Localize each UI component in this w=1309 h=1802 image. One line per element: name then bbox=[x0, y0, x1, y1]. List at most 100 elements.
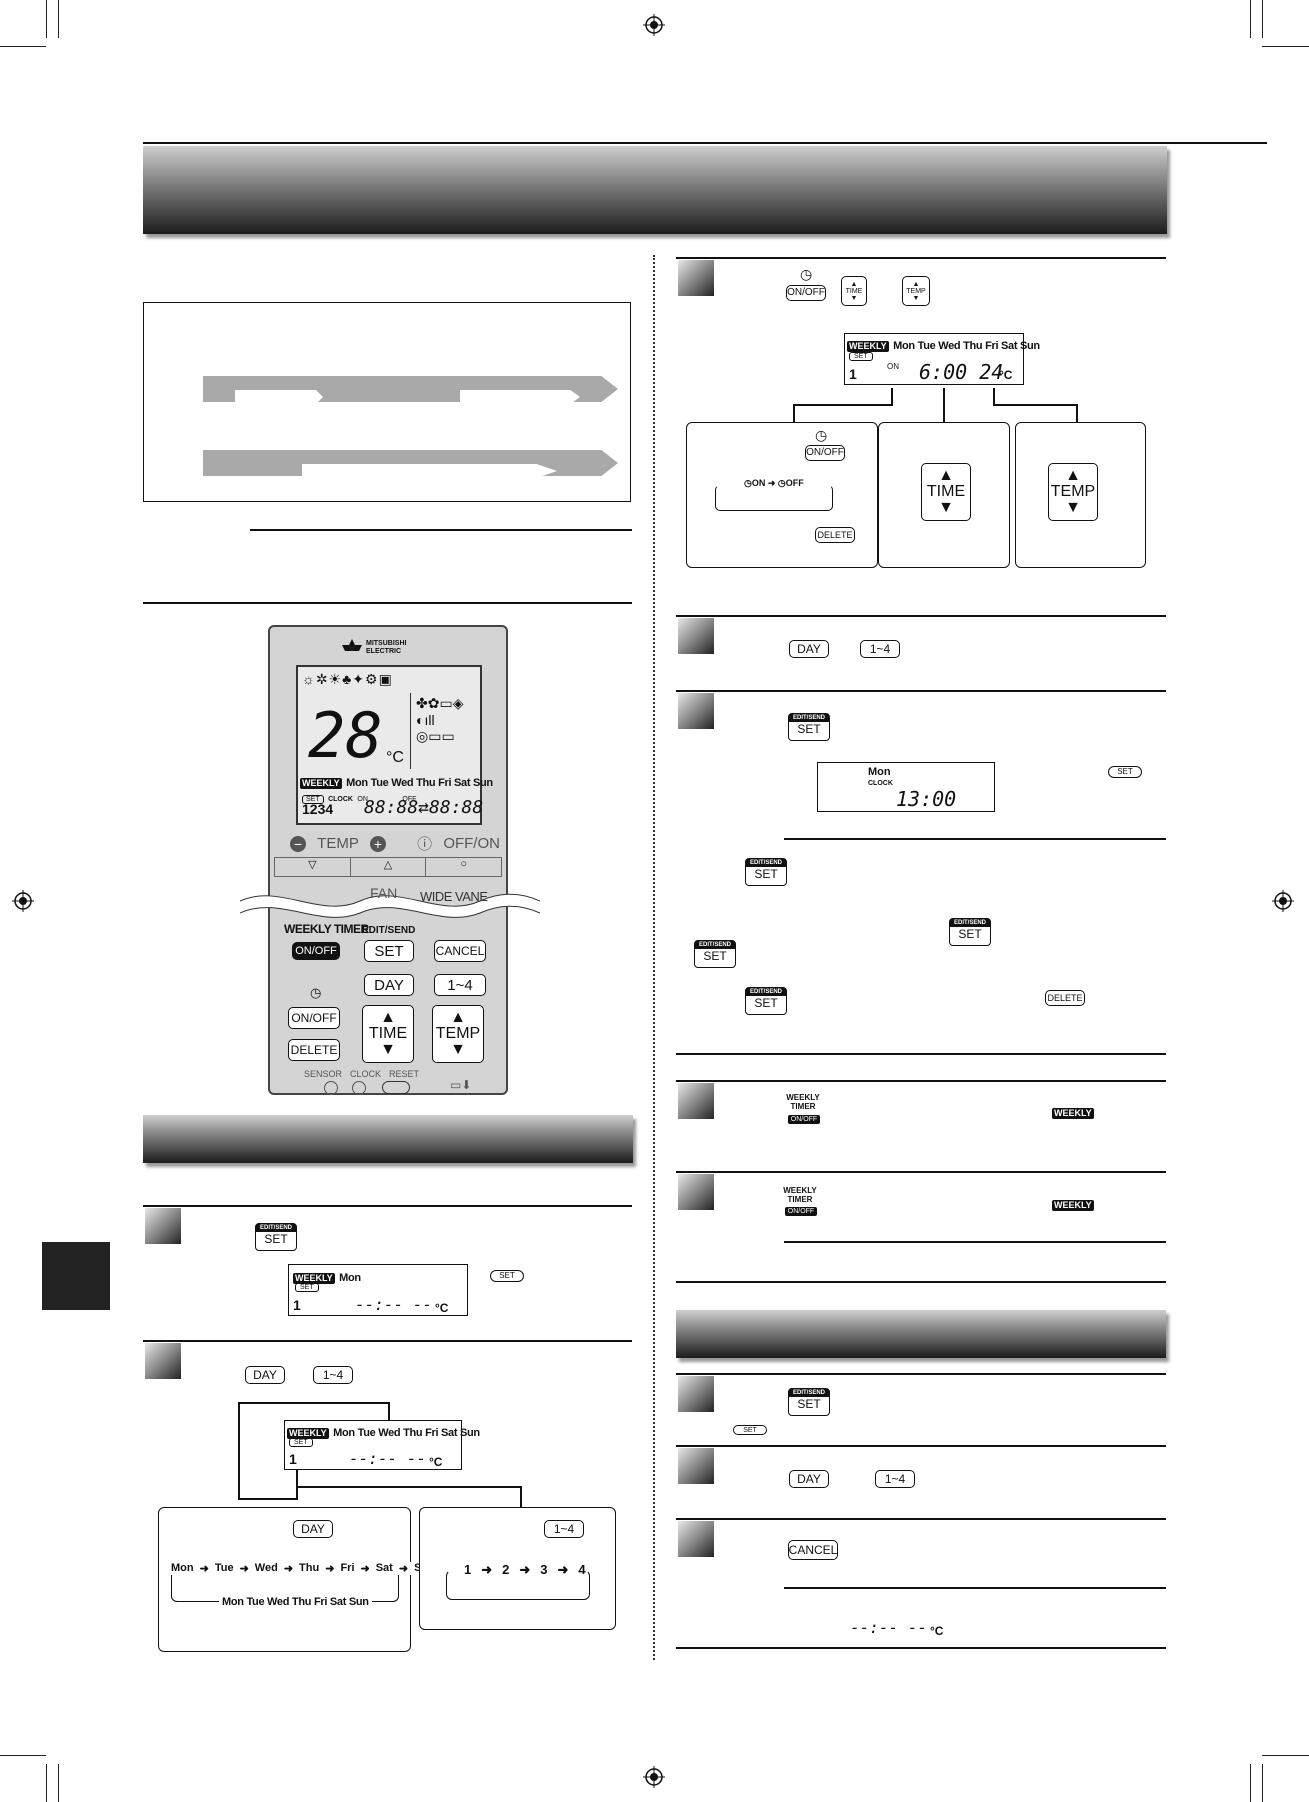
step-marker bbox=[678, 1083, 714, 1119]
onoff-button-icon: ON/OFF bbox=[785, 1207, 817, 1216]
day-button-icon: DAY bbox=[789, 640, 829, 658]
delete-button-icon: DELETE bbox=[1045, 990, 1085, 1006]
clock-icon: ◷ bbox=[815, 427, 828, 443]
range-cycle-row: 1➜2➜3➜4 bbox=[464, 1562, 586, 1578]
lcd-days: Mon Tue Wed Thu Fri Sat Sun bbox=[893, 340, 1040, 352]
day-cycle-box: DAY Mon➜Tue➜Wed➜Thu➜Fri➜Sat➜Sun Mon Tue … bbox=[158, 1507, 435, 1652]
crop-mark bbox=[46, 1764, 47, 1802]
edit-send-label: EDIT/SEND bbox=[362, 925, 416, 936]
lcd-on: ON bbox=[357, 796, 368, 803]
registration-mark-icon bbox=[1272, 890, 1294, 912]
down-button[interactable]: ▽ bbox=[275, 858, 351, 876]
lcd-row: WEEKLY Mon bbox=[293, 1268, 361, 1286]
day-button[interactable]: DAY bbox=[364, 974, 414, 996]
clock-button[interactable] bbox=[352, 1081, 366, 1095]
step-marker bbox=[145, 1343, 181, 1379]
lcd-unit: °C bbox=[429, 1455, 443, 1469]
connector bbox=[238, 1498, 298, 1500]
sensor-button[interactable] bbox=[324, 1081, 338, 1095]
time-button[interactable]: ▲TIME▼ bbox=[362, 1005, 414, 1063]
power-button[interactable]: ○ bbox=[460, 858, 467, 870]
lcd-divider bbox=[410, 693, 411, 769]
lcd-set-tag: SET bbox=[302, 795, 324, 804]
weekly-onoff-button[interactable]: ON/OFF bbox=[292, 942, 340, 960]
break-wave bbox=[240, 893, 540, 918]
remote-logo: MITSUBISHI ELECTRIC bbox=[342, 639, 414, 657]
connector bbox=[520, 1486, 522, 1508]
day-item: Tue bbox=[214, 1562, 234, 1574]
step-rule bbox=[676, 1080, 1166, 1082]
delete-button[interactable]: DELETE bbox=[288, 1039, 340, 1061]
set-text: SET bbox=[797, 1397, 821, 1411]
connector bbox=[1076, 404, 1078, 422]
column-divider bbox=[653, 255, 655, 1660]
set-button-icon: EDIT/SEND SET bbox=[745, 987, 787, 1015]
wide-vane-label: WIDE VANE bbox=[420, 889, 488, 904]
temp-plus-icon[interactable]: + bbox=[369, 835, 386, 852]
time-box: ▲TIME▼ bbox=[878, 422, 1010, 568]
mitsubishi-logo-icon bbox=[342, 639, 362, 651]
fan-icons: ✤✿▭◈◐ıll◎▭▭ bbox=[416, 695, 464, 744]
up-button[interactable]: △ bbox=[351, 858, 427, 876]
temp-button-label: TEMP bbox=[435, 1025, 481, 1042]
crop-mark bbox=[1262, 1764, 1263, 1802]
edit-send-text: EDIT/SEND bbox=[256, 1224, 296, 1232]
lcd-day: Mon bbox=[868, 766, 891, 778]
day-item: Thu bbox=[299, 1562, 320, 1574]
crop-mark bbox=[0, 1755, 46, 1756]
step-rule bbox=[676, 1171, 1166, 1173]
day-button-icon: DAY bbox=[245, 1366, 285, 1384]
registration-mark-icon bbox=[12, 890, 34, 912]
step-marker bbox=[678, 693, 714, 729]
day-item: Fri bbox=[340, 1562, 355, 1574]
connector bbox=[296, 1486, 522, 1488]
lcd-unit: °C bbox=[435, 1301, 449, 1315]
day-item: Mon bbox=[171, 1562, 194, 1574]
range-cycle bbox=[446, 1570, 590, 1600]
bottom-labels: SENSOR CLOCK RESET bbox=[304, 1069, 419, 1079]
cancel-button[interactable]: CANCEL bbox=[434, 940, 486, 962]
set-text: SET bbox=[797, 722, 821, 736]
arrow-icon: ➜ bbox=[283, 1563, 294, 1575]
arrow-icon: ➜ bbox=[199, 1563, 209, 1575]
note-rule bbox=[784, 1241, 1166, 1243]
reset-button[interactable] bbox=[382, 1081, 410, 1094]
day-cycle-row: Mon➜Tue➜Wed➜Thu➜Fri➜Sat➜Sun bbox=[171, 1562, 435, 1575]
timer-onoff-button[interactable]: ON/OFF bbox=[288, 1007, 340, 1029]
step-marker bbox=[678, 1376, 714, 1412]
lcd-value: --:-- -- bbox=[349, 1449, 427, 1468]
lcd-clock: CLOCK bbox=[328, 796, 353, 803]
onoff-cycle-row: ◷ON ➜ ◷OFF bbox=[741, 478, 807, 489]
set-button-icon: EDIT/SEND SET bbox=[949, 918, 991, 946]
lcd-days: Mon Tue Wed Thu Fri Sat Sun bbox=[333, 1427, 480, 1439]
fan-label: FAN bbox=[370, 885, 398, 901]
connector bbox=[238, 1402, 240, 1498]
section-rule bbox=[676, 1053, 1166, 1055]
temp-minus-icon[interactable]: − bbox=[290, 835, 306, 852]
schedule-bar bbox=[460, 390, 580, 404]
lcd-days-row: WEEKLY Mon Tue Wed Thu Fri Sat Sun bbox=[300, 773, 493, 791]
time-button-label: TIME bbox=[368, 1025, 408, 1042]
edit-send-text: EDIT/SEND bbox=[695, 941, 735, 949]
battery-icon: ▭⬇ bbox=[450, 1078, 472, 1092]
temp-button[interactable]: ▲TEMP▼ bbox=[432, 1005, 484, 1063]
arrow-icon: ➜ bbox=[325, 1563, 335, 1575]
crop-mark bbox=[0, 46, 46, 47]
onoff-button-icon: ON/OFF bbox=[786, 285, 826, 301]
temp-box: ▲TEMP▼ bbox=[1015, 422, 1146, 568]
lcd-weekly-tag: WEEKLY bbox=[847, 341, 889, 352]
set-button[interactable]: SET bbox=[364, 940, 414, 962]
set-button-icon: EDIT/SEND SET bbox=[694, 940, 736, 968]
range-button-icon: 1~4 bbox=[860, 640, 900, 658]
day-button-icon: DAY bbox=[789, 1470, 829, 1488]
temp-text: TEMP bbox=[906, 287, 926, 295]
range-button[interactable]: 1~4 bbox=[434, 974, 486, 996]
temp-button-icon: ▲TEMP▼ bbox=[902, 276, 930, 306]
lcd-num: 1 bbox=[849, 366, 857, 382]
temp-row: − TEMP + ⓘ OFF/ON bbox=[290, 833, 500, 854]
arrow-icon: ➜ bbox=[557, 1562, 569, 1577]
time-text: TIME bbox=[926, 483, 966, 500]
set-text: SET bbox=[754, 996, 778, 1010]
weekly-tag: WEEKLY bbox=[1052, 1200, 1094, 1211]
lcd-num: 1 bbox=[289, 1451, 297, 1467]
